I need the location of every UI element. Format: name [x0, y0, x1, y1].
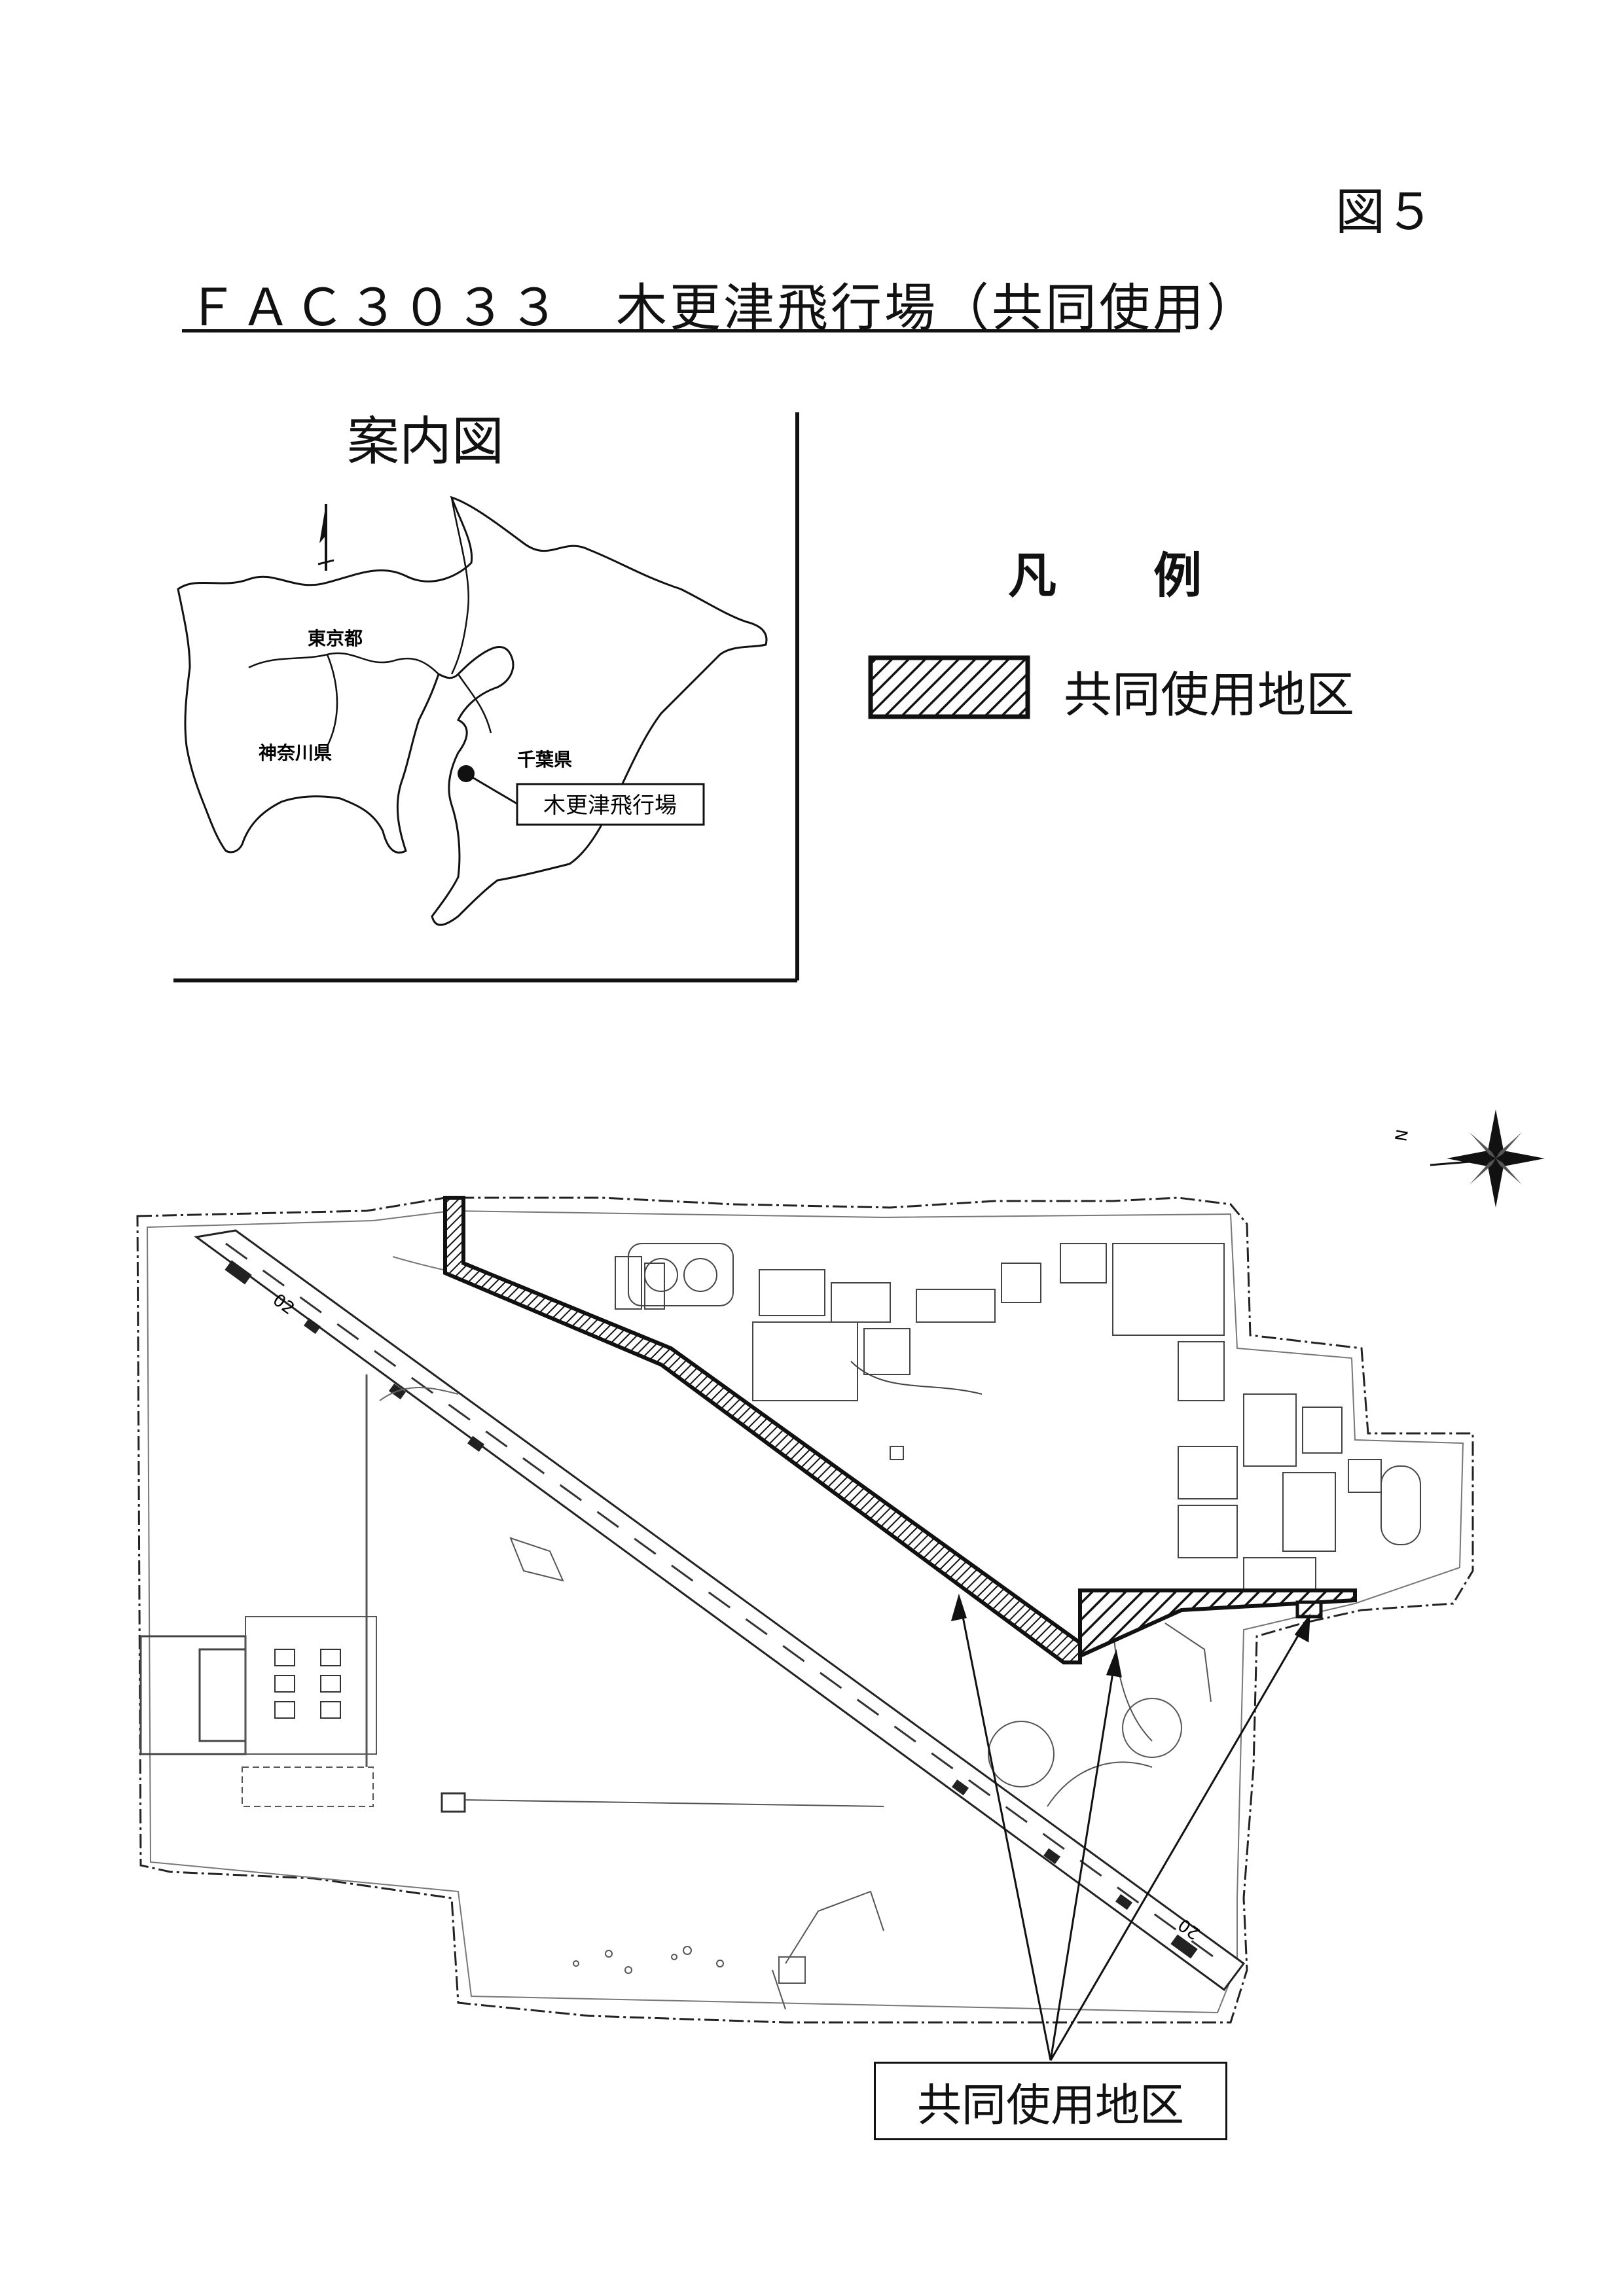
figure-number: 図５: [1335, 183, 1435, 241]
shared-use-zone-middle: [1078, 1588, 1357, 1659]
callout-arrows: [950, 1593, 1310, 2061]
legend-heading: 凡 例: [1008, 548, 1202, 604]
compass-rose-icon: [1430, 1109, 1545, 1208]
runway: [194, 1229, 1246, 1992]
label-tokyo: 東京都: [308, 628, 363, 649]
document-title: ＦＡＣ３０３３ 木更津飛行場（共同使用）: [187, 279, 1261, 338]
label-kanagawa: 神奈川県: [259, 742, 332, 764]
shared-use-zone-north-strip: [443, 1196, 1082, 1664]
shared-use-zone-small: [1295, 1600, 1323, 1619]
label-chiba: 千葉県: [517, 749, 572, 770]
kanto-outline: [177, 495, 768, 926]
airfield-map: [136, 1196, 1474, 2024]
shared-use-zones: [443, 1196, 1357, 1664]
label-airfield: 木更津飛行場: [543, 793, 677, 819]
title-underline: [182, 329, 1180, 332]
inset-map: 東京都 神奈川県 千葉県 木更津飛行場: [173, 412, 799, 982]
inset-map-title: 案内図: [347, 411, 504, 472]
legend-item-label: 共同使用地区: [1064, 667, 1354, 723]
inset-north-arrow-icon: [317, 504, 334, 571]
callout-label-shared-use: 共同使用地区: [874, 2062, 1227, 2140]
north-marker: N: [1392, 1128, 1412, 1143]
base-boundary: [136, 1196, 1474, 2024]
legend-swatch: [868, 655, 1030, 719]
